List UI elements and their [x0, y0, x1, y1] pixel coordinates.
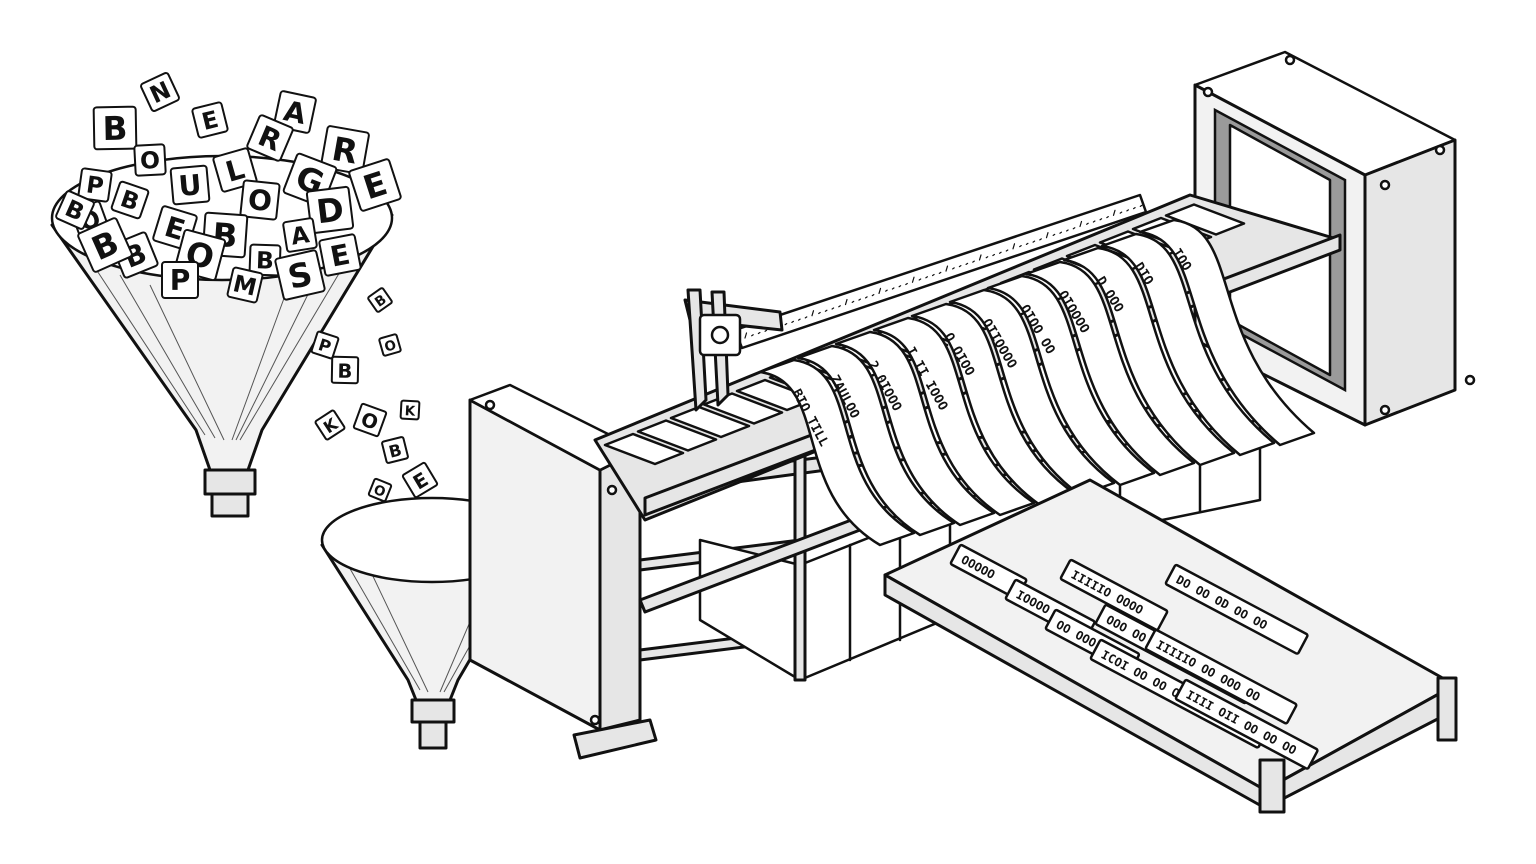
left-support-frame: [468, 383, 658, 760]
paper-strip: [1100, 232, 1276, 457]
text-bar: OOOOO: [949, 543, 1028, 600]
paper-strip: [986, 274, 1156, 487]
falling-letter: P: [310, 330, 340, 360]
letter-block: M: [226, 266, 264, 304]
letter-block: B: [248, 243, 282, 277]
falling-letter: B: [330, 355, 360, 385]
svg-text:P: P: [85, 170, 106, 200]
falling-letter: K: [314, 409, 346, 441]
falling-letter: K: [399, 399, 421, 421]
paper-strip: [1024, 260, 1196, 477]
paper-strip: [1062, 246, 1236, 467]
svg-text:A: A: [289, 220, 311, 250]
paper-strip: [948, 288, 1116, 497]
letter-block: D: [305, 185, 355, 235]
letter-block: N: [140, 72, 180, 112]
conveyor-roller: [603, 432, 685, 466]
letter-block: R: [320, 125, 370, 175]
letter-block: R: [246, 114, 294, 162]
letter-block: S: [274, 249, 326, 301]
svg-text:U: U: [177, 168, 203, 203]
letter-block: U: [169, 164, 211, 206]
svg-text:O: O: [246, 183, 273, 218]
falling-letter: B: [381, 436, 409, 464]
letter-block: O: [239, 179, 281, 221]
letter-block: E: [318, 233, 362, 277]
svg-text:B: B: [337, 360, 352, 383]
letter-block: A: [282, 217, 318, 253]
caliper-tool: [683, 288, 784, 412]
svg-text:P: P: [170, 264, 191, 297]
svg-text:B: B: [387, 440, 404, 461]
paper-strip: [872, 316, 1036, 517]
svg-text:O: O: [139, 146, 160, 175]
falling-letter: B: [367, 287, 393, 313]
svg-text:O: O: [371, 482, 388, 501]
letter-block: P: [77, 167, 113, 203]
falling-letter: E: [401, 461, 439, 499]
letter-block: E: [191, 101, 229, 139]
conveyor-roller: [1164, 203, 1246, 236]
letter-block: B: [77, 217, 133, 273]
paper-strip: [758, 358, 916, 547]
letter-block: P: [161, 261, 199, 299]
letter-block: O: [133, 143, 167, 177]
falling-letter: O: [352, 402, 388, 438]
conveyor-roller: [669, 405, 751, 439]
svg-text:B: B: [256, 246, 275, 275]
letter-block: B: [55, 190, 95, 230]
svg-text:O: O: [383, 337, 398, 356]
svg-text:K: K: [404, 403, 416, 420]
svg-text:O: O: [358, 408, 381, 435]
falling-letter: O: [378, 333, 402, 357]
svg-text:E: E: [199, 105, 221, 136]
letter-block: B: [92, 105, 138, 151]
letter-block: B: [110, 180, 150, 220]
conveyor-roller: [636, 419, 718, 452]
svg-text:B: B: [102, 110, 128, 148]
svg-text:P: P: [316, 335, 333, 357]
paper-strip: [1138, 218, 1316, 447]
output-tray: [883, 478, 1458, 814]
letter-block: E: [348, 158, 402, 212]
paper-strip: [796, 344, 956, 537]
paper-strip: [834, 330, 996, 527]
falling-letter: O: [367, 477, 393, 503]
svg-text:D: D: [314, 190, 346, 231]
